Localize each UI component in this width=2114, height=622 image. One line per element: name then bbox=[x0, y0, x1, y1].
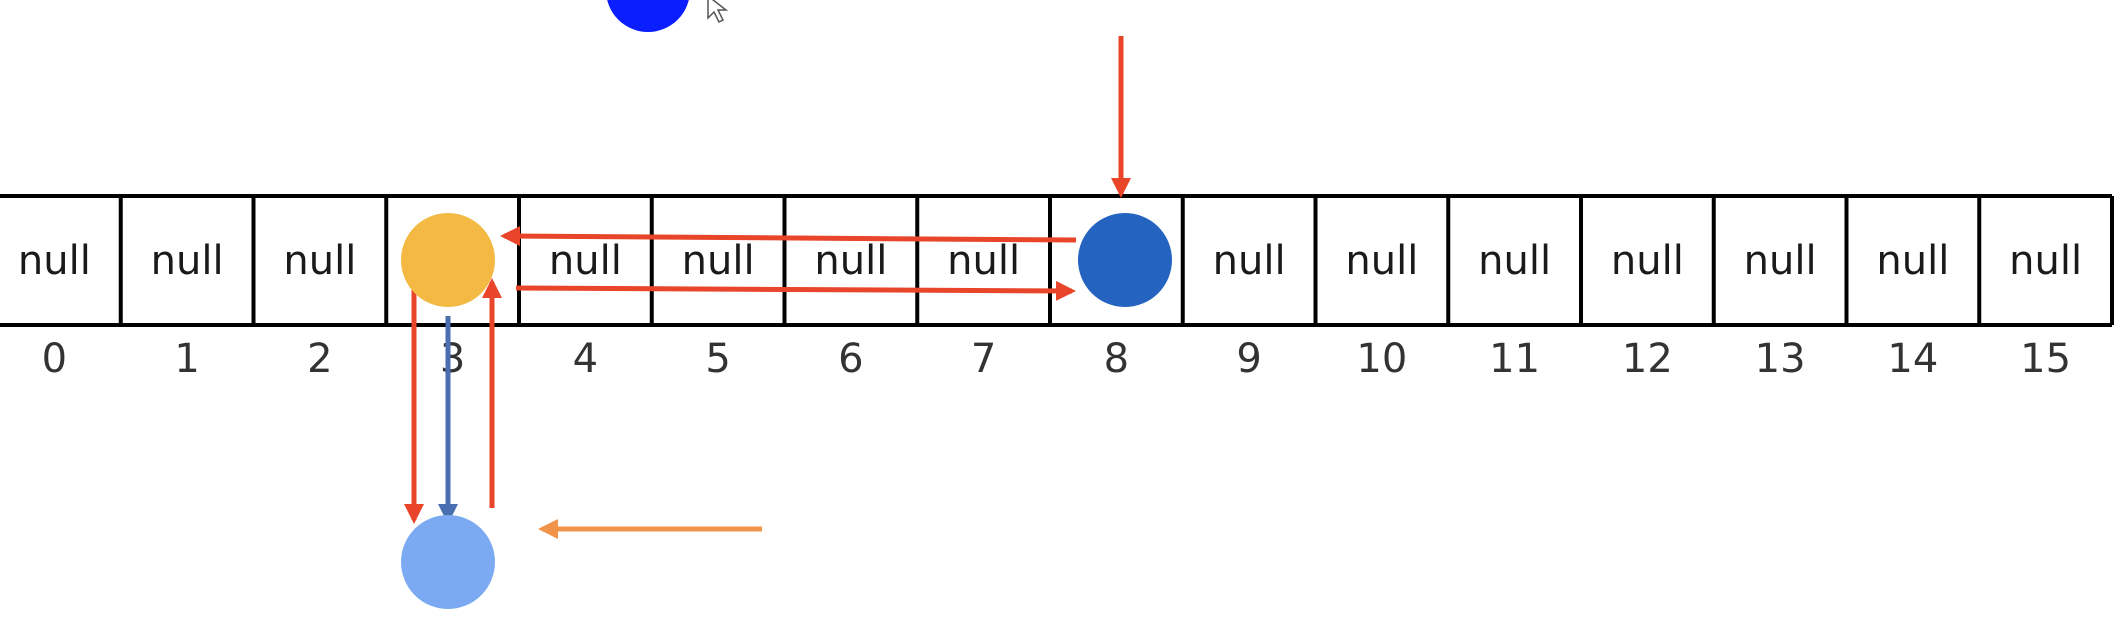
node-slot-8 bbox=[1078, 213, 1172, 307]
cell-value-2: null bbox=[283, 238, 356, 284]
cell-value-15: null bbox=[2009, 238, 2082, 284]
cell-index-6: 6 bbox=[838, 336, 863, 382]
cell-index-10: 10 bbox=[1356, 336, 1407, 382]
cell-value-1: null bbox=[151, 238, 224, 284]
cell-value-12: null bbox=[1611, 238, 1684, 284]
cell-index-7: 7 bbox=[971, 336, 996, 382]
arrow-slot8-to-slot3 bbox=[500, 226, 1077, 247]
cell-value-10: null bbox=[1345, 238, 1418, 284]
cell-index-9: 9 bbox=[1236, 336, 1261, 382]
cell-value-5: null bbox=[682, 238, 755, 284]
cell-value-14: null bbox=[1876, 238, 1949, 284]
cell-index-13: 13 bbox=[1755, 336, 1806, 382]
array-cell-labels: null null null null null null null null null null… bbox=[18, 238, 2082, 284]
cell-index-15: 15 bbox=[2020, 336, 2071, 382]
cell-index-5: 5 bbox=[705, 336, 730, 382]
cell-index-1: 1 bbox=[174, 336, 199, 382]
mouse-pointer-icon bbox=[707, 0, 729, 24]
cell-index-14: 14 bbox=[1887, 336, 1938, 382]
cell-value-9: null bbox=[1213, 238, 1286, 284]
cell-value-0: null bbox=[18, 238, 91, 284]
array-grid bbox=[0, 194, 2114, 327]
cell-index-8: 8 bbox=[1104, 336, 1129, 382]
cell-index-3: 3 bbox=[440, 336, 465, 382]
cell-index-0: 0 bbox=[42, 336, 67, 382]
cell-value-6: null bbox=[814, 238, 887, 284]
cell-value-11: null bbox=[1478, 238, 1551, 284]
node-chained bbox=[401, 515, 495, 609]
node-slot-3 bbox=[401, 213, 495, 307]
cell-value-4: null bbox=[549, 238, 622, 284]
cell-value-7: null bbox=[947, 238, 1020, 284]
cell-index-12: 12 bbox=[1622, 336, 1673, 382]
node-top-partial bbox=[607, 0, 689, 32]
cell-index-4: 4 bbox=[573, 336, 598, 382]
cell-index-11: 11 bbox=[1489, 336, 1540, 382]
cell-value-13: null bbox=[1744, 238, 1817, 284]
arrow-slot3-to-slot8 bbox=[515, 280, 1076, 301]
cell-index-2: 2 bbox=[307, 336, 332, 382]
